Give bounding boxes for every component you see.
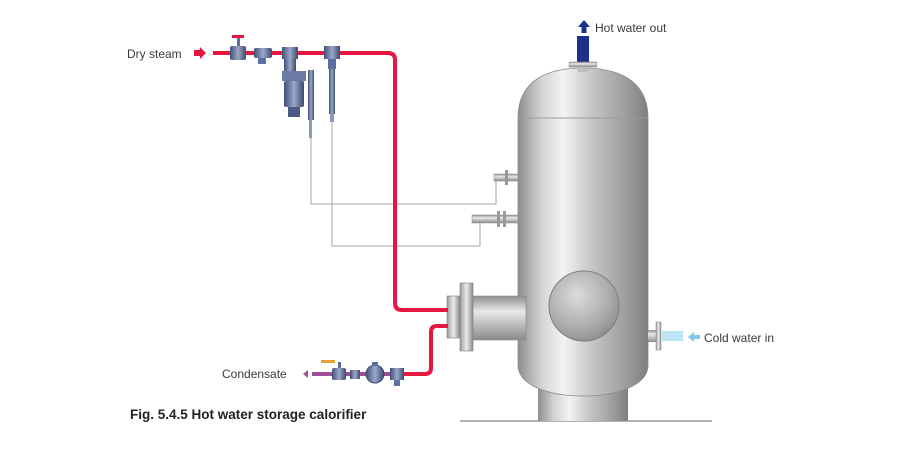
coil-cover bbox=[446, 295, 461, 339]
hot-outlet-pipe bbox=[577, 36, 589, 62]
cold-in-arrow-icon bbox=[688, 332, 700, 342]
sensor-pocket-upper bbox=[493, 170, 519, 185]
cold-inlet-neck bbox=[648, 330, 656, 342]
separator-tee bbox=[282, 47, 298, 71]
isolation-valve-steam bbox=[230, 35, 246, 60]
check-valve bbox=[350, 370, 360, 379]
figure-caption: Fig. 5.4.5 Hot water storage calorifier bbox=[130, 407, 367, 422]
steam-pipe bbox=[213, 51, 448, 312]
coil-flange bbox=[459, 282, 474, 352]
hot-outlet-flange bbox=[568, 61, 598, 68]
condensate-red-pipe bbox=[398, 324, 448, 376]
strainer bbox=[254, 48, 272, 64]
control-valve bbox=[282, 70, 314, 138]
vessel-shell bbox=[517, 67, 649, 397]
cold-inlet-pipe bbox=[661, 331, 683, 341]
dry-steam-label: Dry steam bbox=[127, 47, 182, 61]
hot-outlet-neck bbox=[578, 67, 588, 72]
manhole-cover bbox=[548, 270, 620, 342]
condensate-label: Condensate bbox=[222, 367, 287, 381]
condensate-isolation-valve bbox=[321, 360, 346, 380]
sensor-line-upper bbox=[310, 95, 497, 205]
sensor-line-lower bbox=[331, 95, 481, 247]
hot-out-arrow-icon bbox=[578, 20, 590, 33]
trap-strainer bbox=[390, 368, 404, 386]
condensate-arrow-icon bbox=[303, 370, 308, 378]
sensor-pocket-lower bbox=[471, 211, 519, 227]
coil-nozzle bbox=[469, 295, 527, 341]
hot-water-out-label: Hot water out bbox=[595, 21, 667, 35]
cold-inlet-flange bbox=[655, 321, 662, 351]
safety-valve bbox=[324, 46, 340, 122]
cold-water-in-label: Cold water in bbox=[704, 331, 775, 345]
steam-in-arrow-icon bbox=[194, 47, 206, 59]
steam-trap bbox=[365, 362, 385, 384]
